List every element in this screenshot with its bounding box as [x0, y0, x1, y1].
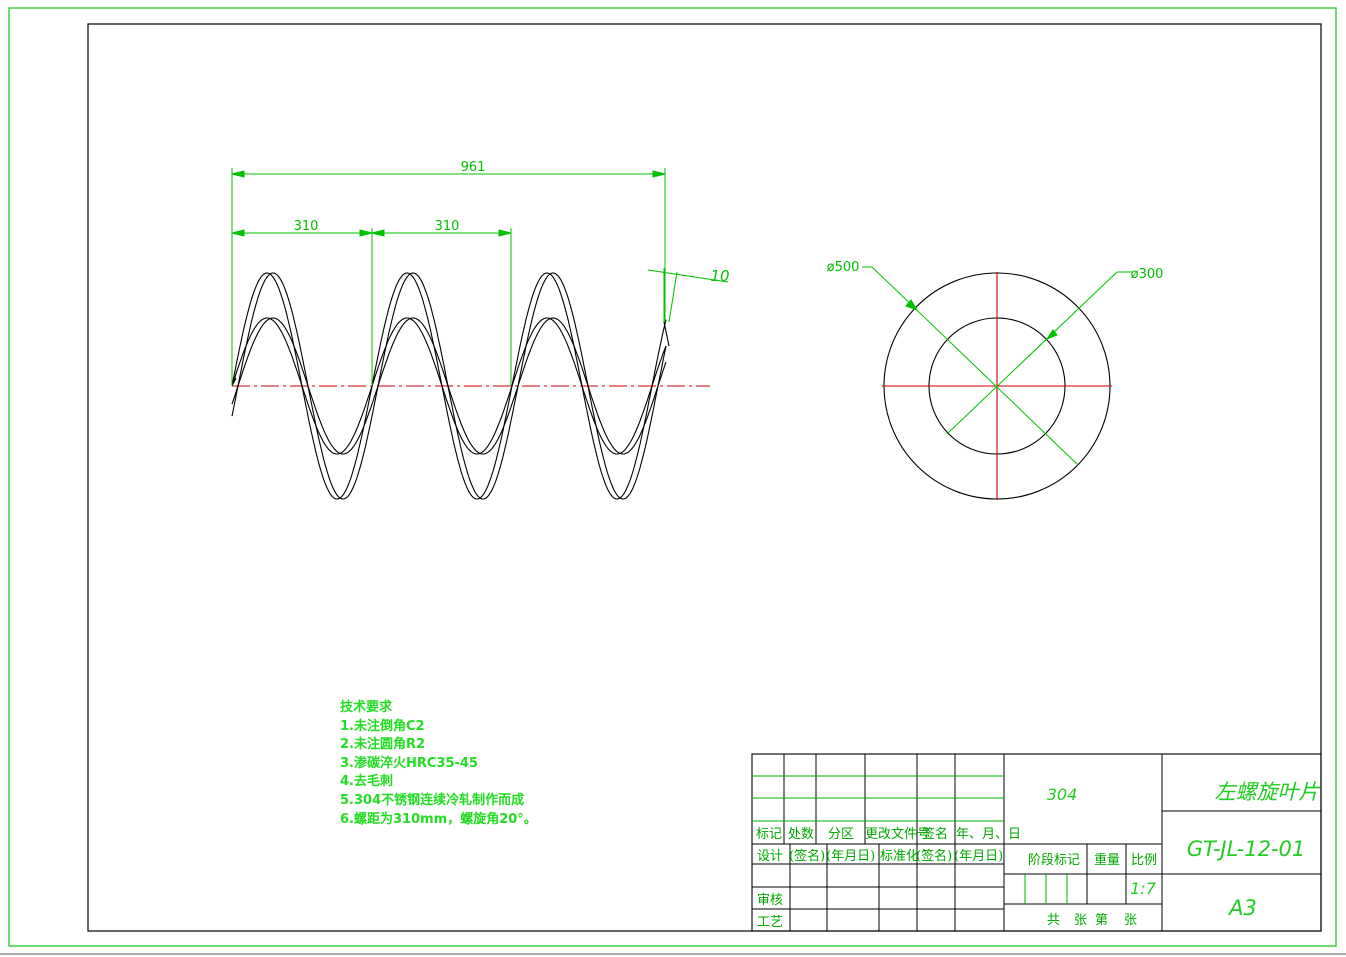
tb-scale-label: 比例 — [1131, 853, 1157, 868]
helix-start-edge — [231, 377, 237, 387]
tb-review: 审核 — [757, 893, 783, 908]
tb-zone: 分区 — [828, 827, 854, 842]
dim-pitch-2: 310 — [435, 219, 460, 234]
tb-change-doc: 更改文件号 — [865, 827, 930, 842]
helix-inner-edge — [231, 317, 667, 455]
helix-end-edge — [663, 321, 670, 347]
outer-frame — [8, 7, 1337, 947]
dim-pitch-1: 310 — [294, 219, 319, 234]
tb-process: 工艺 — [757, 915, 783, 930]
tb-sheet-no: 第 — [1095, 913, 1108, 928]
helix-outer-edge — [231, 272, 667, 500]
notes-title: 技术要求 — [340, 700, 393, 715]
note-item: 4.去毛刺 — [340, 774, 393, 790]
note-item: 1.未注倒角C2 — [340, 718, 425, 734]
note-item: 2.未注圆角R2 — [340, 737, 426, 753]
dim-thickness: 10 — [710, 267, 729, 285]
dim-inner-diameter: ø300 — [1131, 267, 1164, 282]
note-item: 5.304不锈钢连续冷轧制作而成 — [340, 792, 525, 808]
note-item: 3.渗碳淬火HRC35-45 — [340, 755, 478, 771]
side-view — [862, 266, 1132, 500]
title-block — [751, 753, 1322, 932]
tb-stage-mark: 阶段标记 — [1028, 853, 1080, 868]
tb-mark: 标记 — [756, 827, 782, 842]
tb-sheet-size: A3 — [1227, 896, 1257, 920]
helix-inner-curve — [231, 317, 667, 455]
tb-standardize: 标准化 — [880, 849, 919, 864]
inner-border — [87, 23, 1322, 932]
tb-total: 共 — [1047, 913, 1060, 928]
tb-design: 设计 — [757, 849, 783, 864]
tb-material: 304 — [1047, 785, 1078, 804]
tb-weight: 重量 — [1094, 852, 1120, 868]
helix-front-view — [231, 272, 710, 500]
tb-count: 处数 — [788, 827, 814, 842]
tb-date: 年、月、日 — [956, 827, 1021, 842]
helix-outer-curve — [231, 272, 667, 500]
front-dimensions — [231, 168, 729, 386]
tb-sign: 签名 — [922, 826, 948, 842]
tb-sheet-unit: 张 — [1124, 913, 1137, 928]
dim-overall-length: 961 — [461, 160, 486, 175]
tb-part-name: 左螺旋叶片 — [1215, 780, 1322, 804]
note-item: 6.螺距为310mm，螺旋角20°。 — [340, 811, 537, 827]
tb-sheets: 张 — [1074, 913, 1087, 928]
tb-design-date: (年月日) — [826, 849, 875, 864]
tb-std-date: (年月日) — [954, 849, 1003, 864]
technical-requirements: 技术要求 1.未注倒角C2 2.未注圆角R2 3.渗碳淬火HRC35-45 4.… — [340, 699, 537, 829]
tb-drawing-no: GT-JL-12-01 — [1187, 837, 1306, 861]
dim-outer-diameter: ø500 — [827, 260, 860, 275]
tb-scale-value: 1:7 — [1130, 879, 1157, 898]
tb-design-sign: (签名) — [789, 848, 825, 864]
tb-std-sign: (签名) — [916, 848, 952, 864]
